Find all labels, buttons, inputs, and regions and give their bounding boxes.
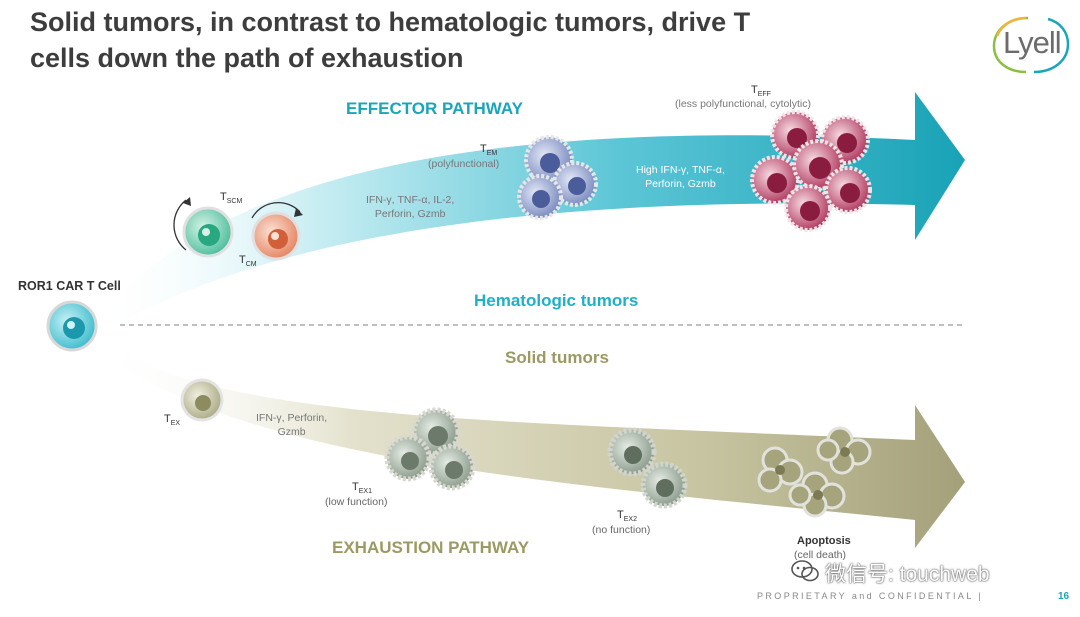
tex1-cell-cluster-icon [384,407,476,491]
tex-label: TEX [164,413,181,427]
exhaustion-arrow [95,340,965,548]
tscm-label: TSCM [220,191,243,205]
ror1-car-t-cell-icon [46,300,98,352]
tex1-label: TEX1 [352,481,372,495]
apoptosis-label: Apoptosis [797,535,851,547]
solid-tumors-label: Solid tumors [505,348,609,367]
tex-cell-icon [180,378,224,422]
tex2-label: TEX2 [617,509,637,523]
late-cytokines-text: High IFN-γ, TNF-α,Perforin, Gzmb [636,164,725,190]
effector-pathway-label: EFFECTOR PATHWAY [346,99,523,118]
early-cytokines-text: IFN-γ, TNF-α, IL-2,Perforin, Gzmb [366,194,455,220]
tem-cell-cluster-icon [517,135,598,220]
tscm-cell-icon [173,197,234,258]
origin-cell-label: ROR1 CAR T Cell [18,279,121,293]
apoptosis-note: (cell death) [794,549,846,561]
exhaustion-pathway-label: EXHAUSTION PATHWAY [332,538,530,557]
tex1-note: (low function) [325,496,388,508]
tcm-cell-icon [251,202,303,261]
tem-note: (polyfunctional) [428,158,500,170]
page-number: 16 [1058,591,1070,602]
lyell-logo-icon [992,16,1070,74]
wechat-icon [791,560,819,582]
tex2-note: (no function) [592,524,651,536]
tem-label: TEM [480,143,498,157]
confidentiality-footer: PROPRIETARY and CONFIDENTIAL | [757,591,984,601]
watermark-text: 微信号: touchweb [825,563,990,586]
teff-cell-cluster-icon [750,110,872,232]
teff-label: TEFF [751,84,771,98]
tcm-label: TCM [239,254,257,268]
apoptotic-cell-cluster-icon [757,426,872,518]
tex2-cell-cluster-icon [607,427,688,509]
teff-note: (less polyfunctional, cytolytic) [675,98,811,110]
slide-title: Solid tumors, in contrast to hematologic… [30,7,751,73]
exhaustion-cytokines-text: IFN-γ, Perforin,Gzmb [256,412,328,438]
hematologic-tumors-label: Hematologic tumors [474,291,639,310]
logo-text: Lyell [1003,25,1062,60]
